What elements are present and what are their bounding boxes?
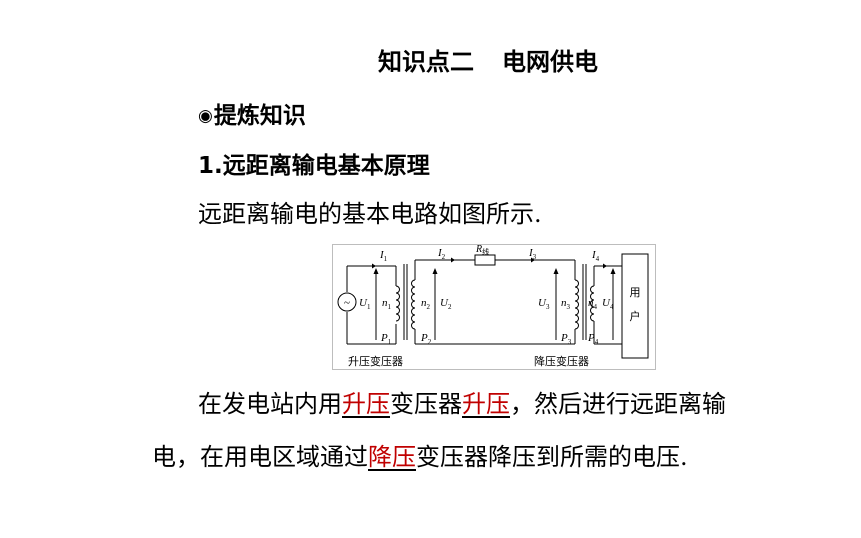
bullet-icon: ◉ <box>198 106 213 126</box>
label-n1: n1 <box>382 297 392 311</box>
paragraph-2: 电，在用电区域通过降压变压器降压到所需的电压. <box>152 437 688 472</box>
paragraph-1: 在发电站内用升压变压器升压，然后进行远距离输 <box>198 384 726 419</box>
step-up-label: 升压变压器 <box>348 354 403 368</box>
label-P1: P1 <box>380 332 392 346</box>
label-R-line: R线 <box>475 244 489 256</box>
para2-text-a: 电，在用电区域通过 <box>152 443 368 471</box>
subheading: 1.远距离输电基本原理 <box>198 153 430 179</box>
generator-icon: ~ <box>344 297 350 309</box>
section-number: 知识点二 <box>378 48 474 76</box>
label-I4: I4 <box>591 249 600 263</box>
blank-step-up-1: 升压 <box>342 390 390 418</box>
para2-text-c: 变压器降压到所需的电压. <box>416 443 688 471</box>
label-P4: P4 <box>587 332 599 346</box>
para1-text-e: ，然后进行远距离输 <box>510 390 726 418</box>
page-title: 知识点二电网供电 <box>378 42 598 77</box>
label-I1: I1 <box>379 249 388 263</box>
blank-step-down: 降压 <box>368 443 416 471</box>
label-I3: I3 <box>528 247 537 261</box>
label-I2: I2 <box>437 247 446 261</box>
label-n2: n2 <box>421 297 431 311</box>
step-down-label: 降压变压器 <box>534 354 589 368</box>
user-label-2: 户 <box>630 309 641 323</box>
label-U4: U4 <box>602 297 614 311</box>
label-U1: U1 <box>359 297 371 311</box>
circuit-diagram: I1 I2 R线 I3 I4 U1 n1 n2 U2 U3 n3 n4 U4 P… <box>332 244 656 370</box>
label-P3: P3 <box>560 332 572 346</box>
label-n4: n4 <box>588 297 598 311</box>
heading-text: 提炼知识 <box>213 103 306 129</box>
section-title: 电网供电 <box>502 48 598 76</box>
label-P2: P2 <box>420 332 432 346</box>
heading: ◉提炼知识 <box>198 96 306 130</box>
blank-step-up-2: 升压 <box>462 390 510 418</box>
label-U3: U3 <box>538 297 550 311</box>
label-U2: U2 <box>440 297 452 311</box>
user-label-1: 用 <box>630 287 641 299</box>
label-n3: n3 <box>561 297 571 311</box>
para1-text-c: 变压器 <box>390 390 462 418</box>
para1-text-a: 在发电站内用 <box>198 390 342 418</box>
intro-text: 远距离输电的基本电路如图所示. <box>198 200 542 228</box>
